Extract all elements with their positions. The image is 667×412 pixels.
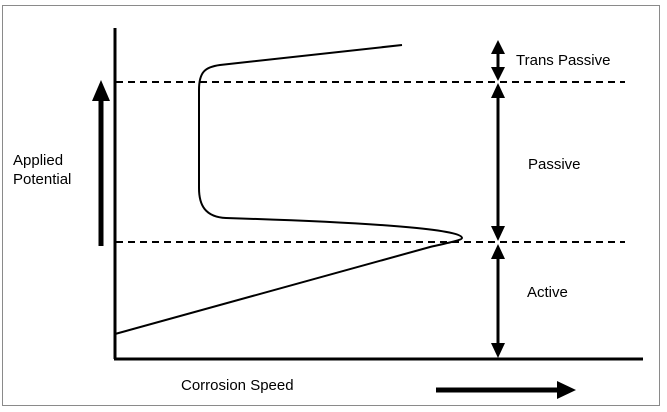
trans-passive-label: Trans Passive	[516, 52, 611, 69]
active-arrowhead-bottom	[491, 343, 505, 358]
active-label: Active	[527, 284, 568, 301]
polarization-curve	[114, 44, 464, 335]
passive-arrowhead-bottom	[491, 226, 505, 241]
figure-frame	[2, 5, 660, 406]
y-axis-label-line1: Applied	[13, 152, 64, 169]
applied-potential-arrowhead	[92, 80, 110, 101]
active-arrowhead-top	[491, 244, 505, 259]
passive-label: Passive	[528, 156, 581, 173]
y-axis-label: Applied Potential	[13, 151, 71, 189]
x-axis-label: Corrosion Speed	[181, 377, 294, 394]
passive-arrowhead-top	[491, 83, 505, 98]
trans-passive-arrowhead-bottom	[491, 67, 505, 81]
corrosion-speed-arrowhead	[557, 381, 576, 399]
trans-passive-arrowhead-top	[491, 40, 505, 54]
y-axis-label-line2: Potential	[13, 171, 72, 188]
